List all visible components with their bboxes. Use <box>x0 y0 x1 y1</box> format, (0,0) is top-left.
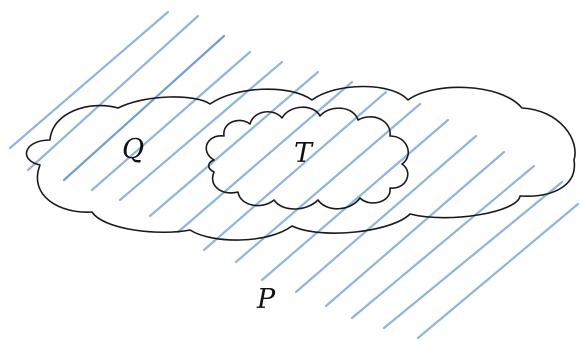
hatch-line <box>90 50 252 192</box>
region-t-cloud <box>205 106 410 210</box>
label-q: Q <box>122 134 144 165</box>
region-q-cloud <box>25 85 576 241</box>
hatch-line <box>382 180 564 330</box>
hatch-line <box>260 118 450 282</box>
label-t: T <box>294 138 314 169</box>
hatch-line <box>8 10 170 150</box>
hatch-line <box>416 202 580 340</box>
hatch-line <box>350 164 536 320</box>
hatch-line <box>202 90 388 252</box>
hatch-line <box>324 150 506 308</box>
hatch-line <box>118 60 284 202</box>
hatch-line <box>148 70 320 218</box>
hatch-line <box>26 14 200 172</box>
hatch-line <box>294 134 478 294</box>
hatch-line <box>62 34 226 182</box>
label-p: P <box>256 284 276 315</box>
hatch-line <box>176 80 354 234</box>
region-p-hatching <box>8 10 580 340</box>
